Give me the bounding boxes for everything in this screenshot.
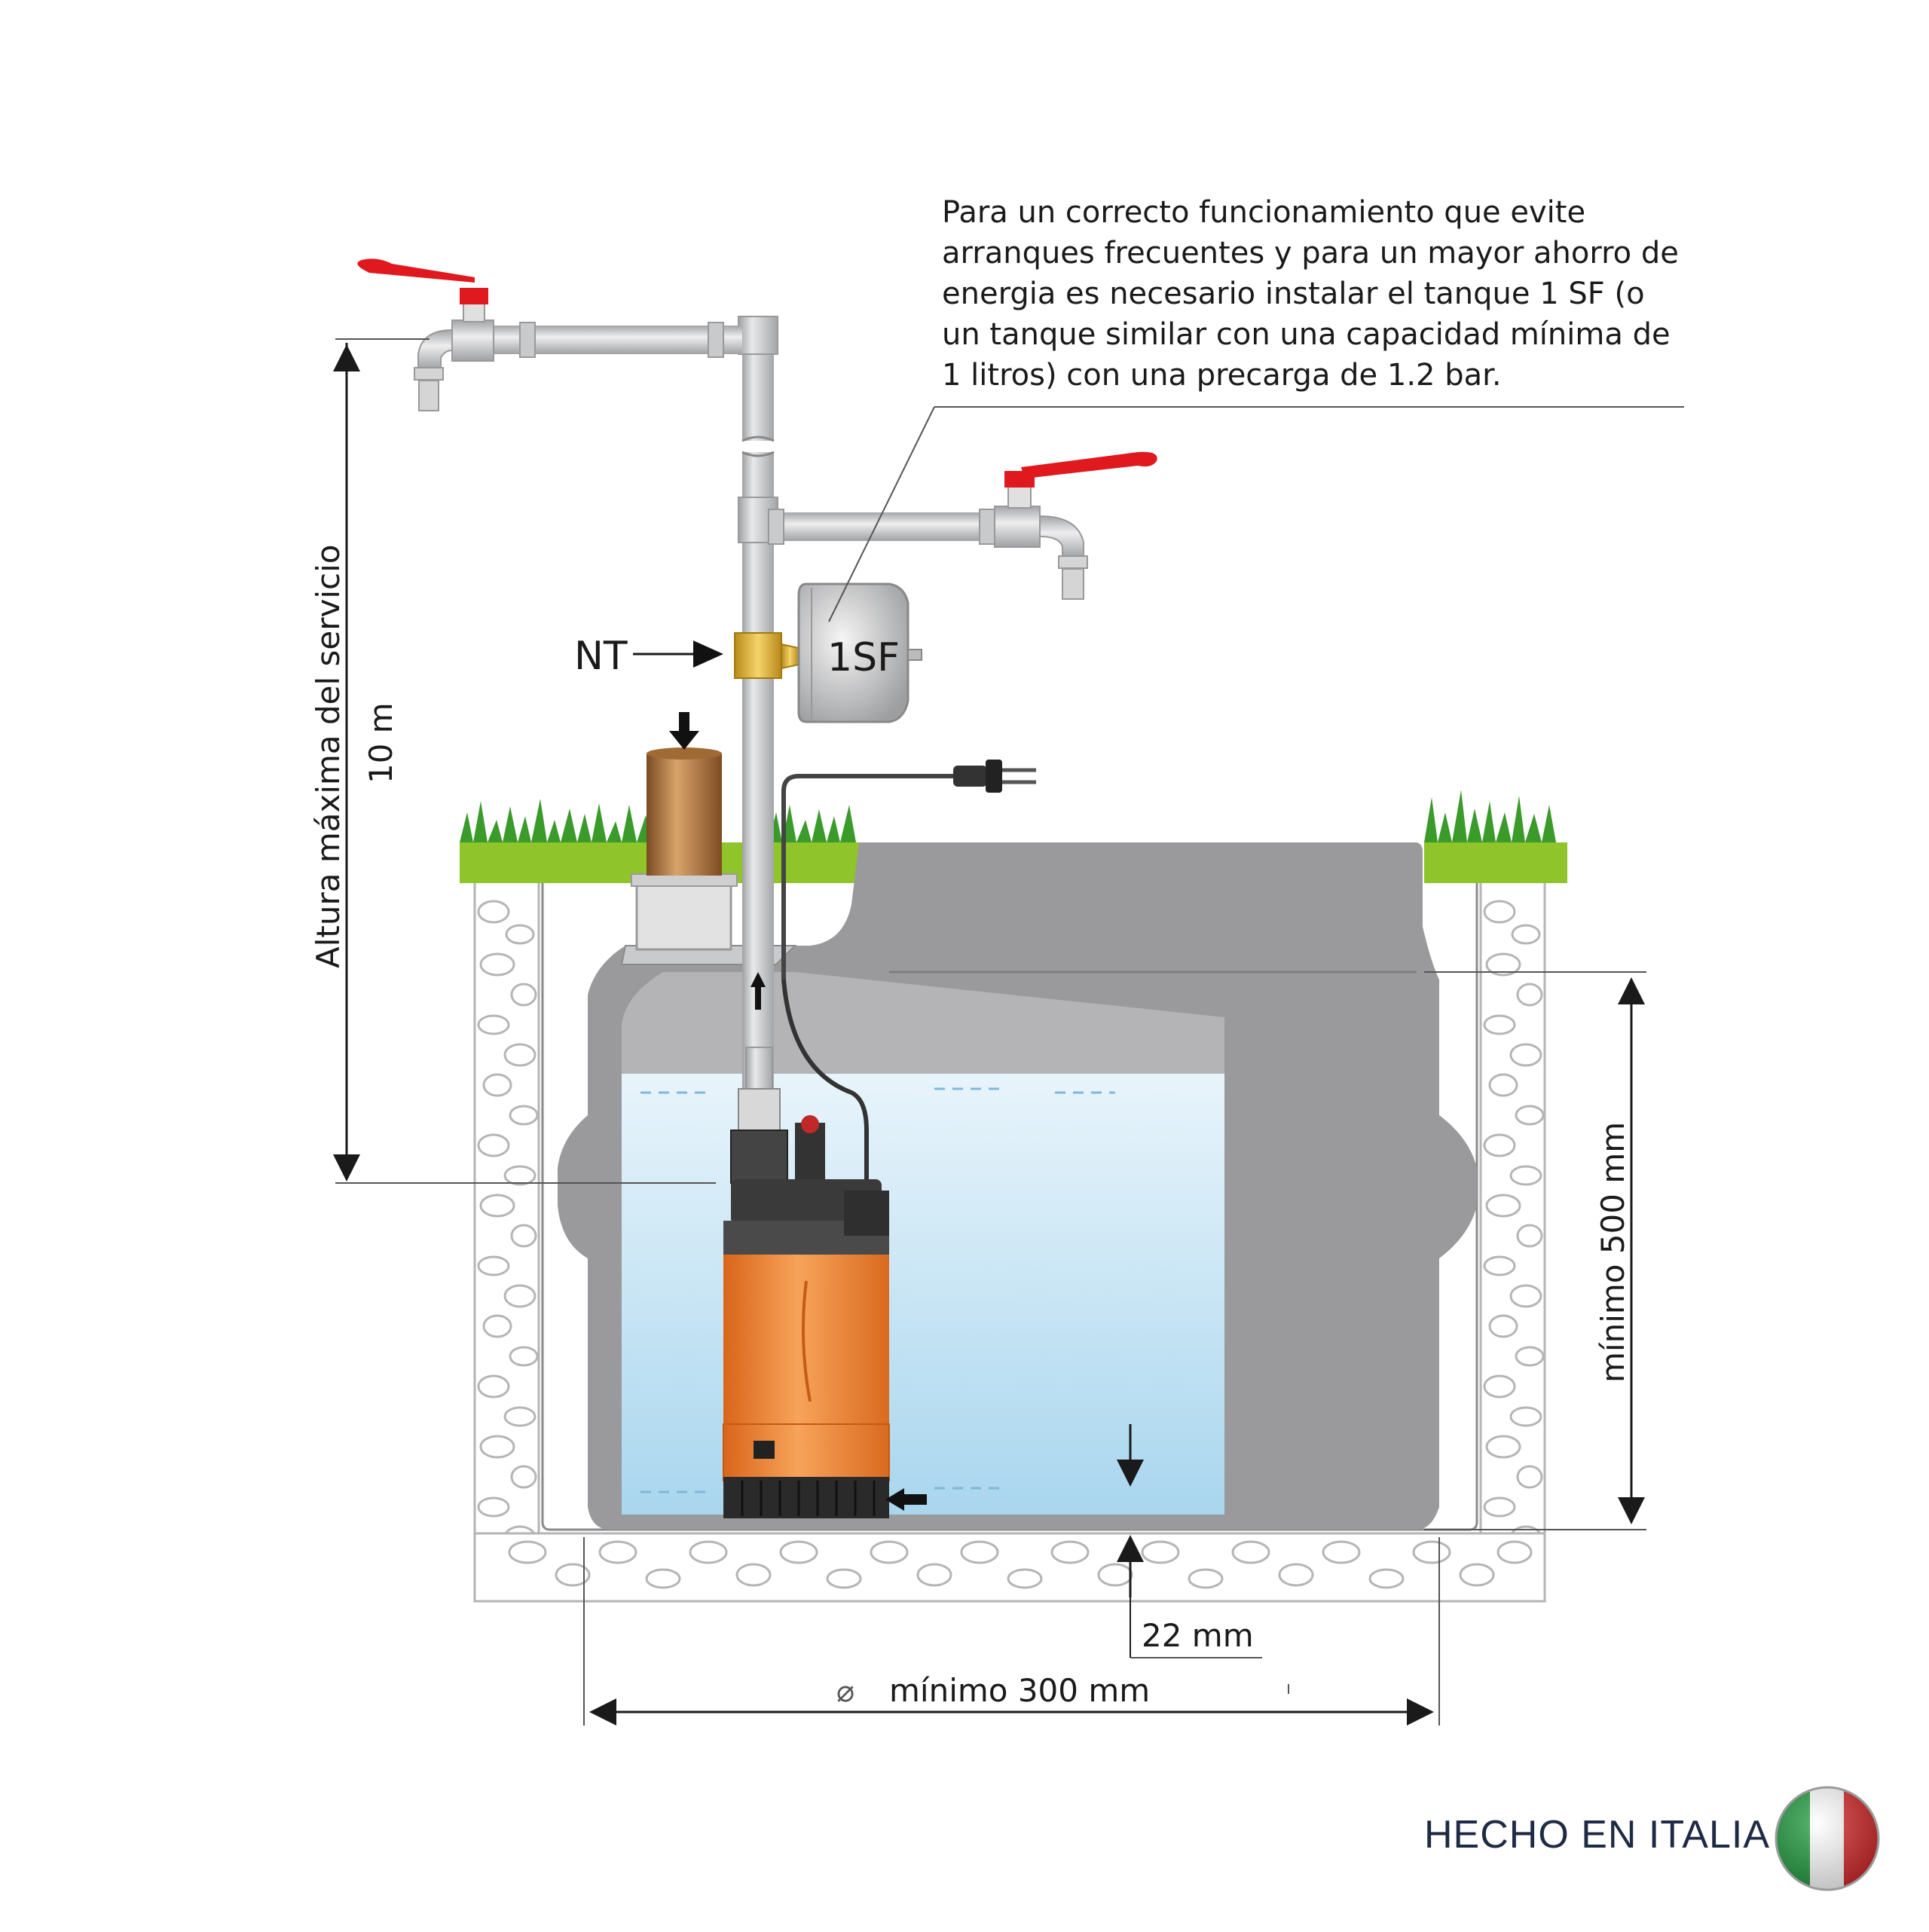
plug-icon xyxy=(953,760,1036,793)
valve-handle-icon xyxy=(1021,451,1157,478)
arrow-icon xyxy=(751,972,766,987)
depth-dimension xyxy=(1424,971,1646,1530)
arrow-icon xyxy=(669,731,699,750)
gravel-left xyxy=(473,880,540,1599)
note-line: 1 litros) con una precarga de 1.2 bar. xyxy=(942,358,1502,393)
depth-label: mínimo 500 mm xyxy=(1594,1122,1631,1383)
valve-handle-icon xyxy=(357,258,475,283)
nt-fitting xyxy=(734,632,799,679)
upper-branch xyxy=(482,322,742,358)
grass-right xyxy=(1424,790,1567,883)
made-in-label: HECHO EN ITALIA xyxy=(1424,1813,1771,1857)
gravel-bottom xyxy=(473,1532,1546,1603)
note-line: Para un correcto funcionamiento que evit… xyxy=(942,195,1586,230)
arrow-icon xyxy=(693,640,723,668)
inlet-column xyxy=(631,747,738,951)
note-line: energia es necesario instalar el tanque … xyxy=(942,277,1645,311)
gravel-right xyxy=(1479,880,1546,1599)
gap-label: 22 mm xyxy=(1142,1617,1254,1654)
tap-icon xyxy=(994,471,1088,600)
gap-dimension xyxy=(1117,1424,1262,1658)
pump-cable xyxy=(781,979,869,1206)
arrow-icon xyxy=(885,1488,904,1511)
nt-label: NT xyxy=(574,634,628,679)
note-line: arranques frecuentes y para un mayor aho… xyxy=(942,236,1679,271)
height-value-label: 10 m xyxy=(362,702,399,784)
diameter-symbol: ⌀ xyxy=(836,1674,854,1709)
flag-icon xyxy=(1775,1786,1880,1891)
diameter-dimension xyxy=(583,1537,1440,1726)
submersible-pump xyxy=(723,1047,890,1518)
expansion-tank-1sf xyxy=(797,582,922,723)
tank-label: 1SF xyxy=(827,635,900,680)
lower-branch xyxy=(768,509,1000,545)
height-title-label: Altura máxima del servicio xyxy=(310,544,347,968)
note-line: un tanque similar con una capacidad míni… xyxy=(942,317,1671,352)
note-leader-line xyxy=(828,406,935,622)
tap-icon xyxy=(414,288,494,411)
power-cable xyxy=(781,774,953,980)
water xyxy=(622,1074,1224,1515)
installation-note: Para un correcto funcionamiento que evit… xyxy=(942,192,1695,396)
diameter-label: mínimo 300 mm xyxy=(889,1672,1150,1709)
height-dimension xyxy=(333,338,716,1184)
